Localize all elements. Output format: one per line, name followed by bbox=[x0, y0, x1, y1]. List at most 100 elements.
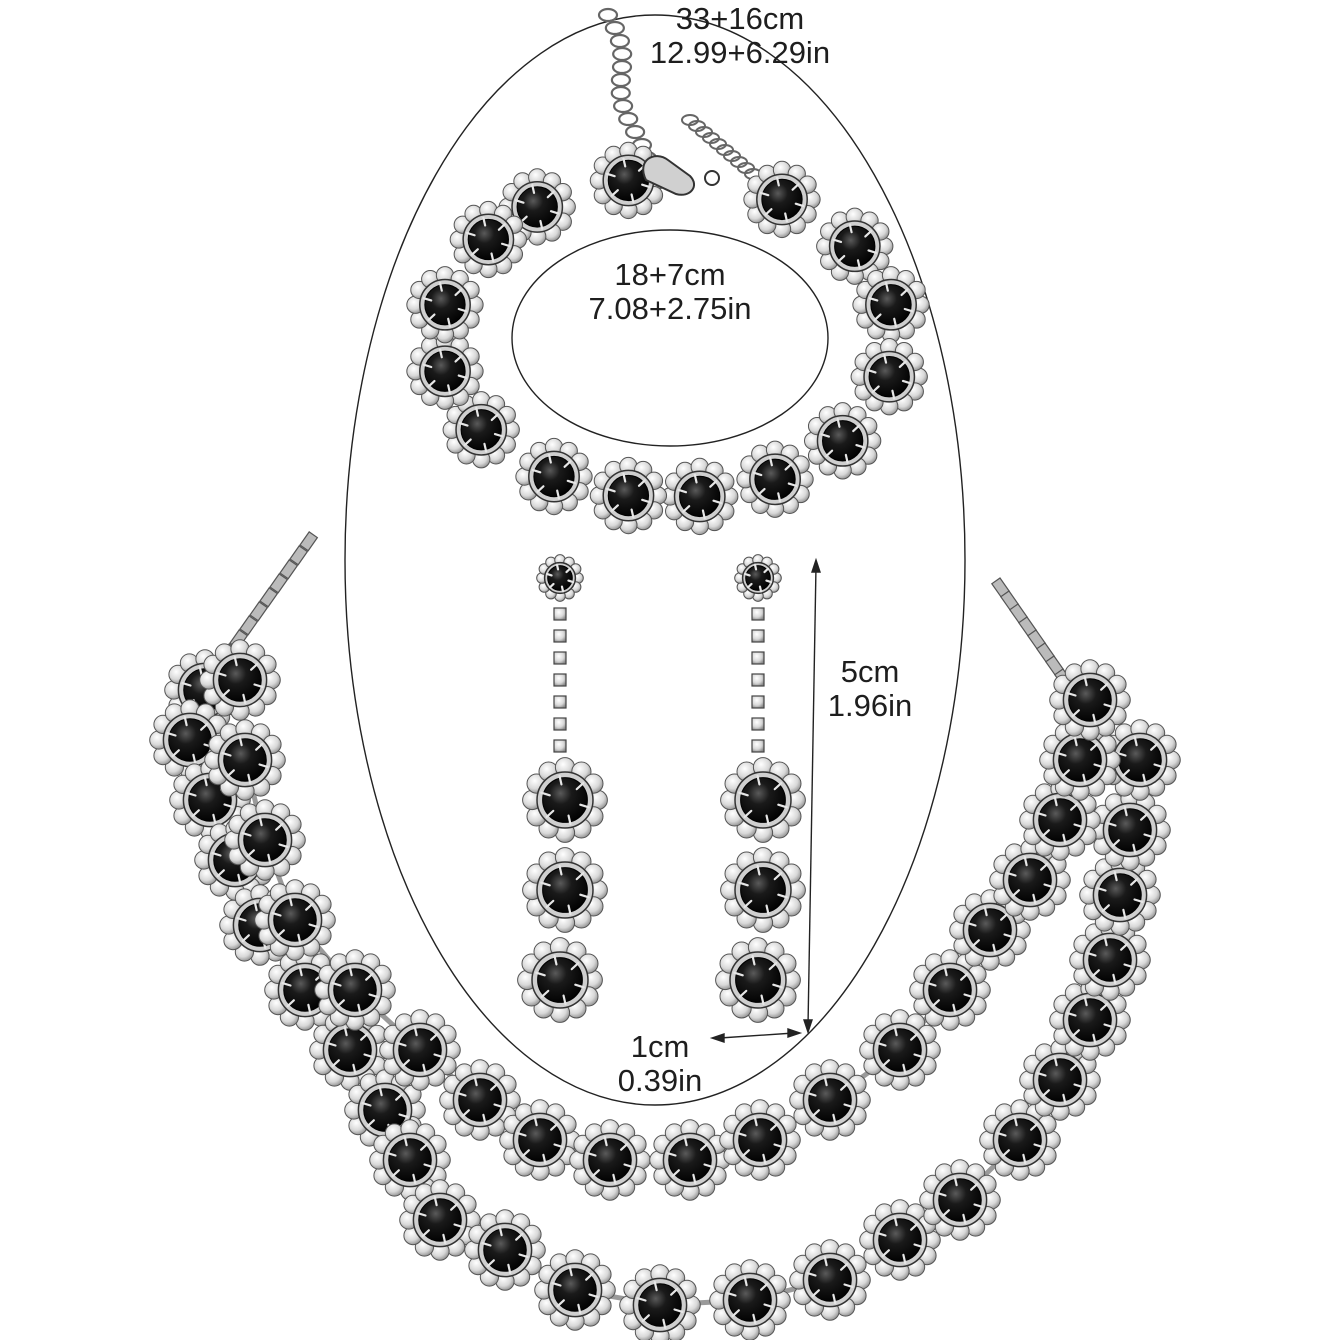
prong bbox=[1103, 703, 1114, 709]
prong bbox=[551, 1281, 562, 1287]
prong bbox=[700, 1142, 709, 1151]
rhinestone-flower bbox=[919, 1159, 1001, 1241]
end-chain-link bbox=[239, 615, 259, 636]
prong bbox=[247, 773, 252, 785]
prong bbox=[787, 482, 798, 487]
prong bbox=[191, 809, 200, 818]
prong bbox=[902, 1253, 907, 1265]
prong bbox=[1011, 889, 1020, 898]
prong bbox=[1100, 682, 1109, 691]
prong bbox=[198, 665, 203, 677]
prong bbox=[391, 1169, 400, 1178]
prong bbox=[683, 1135, 688, 1147]
prong bbox=[1096, 886, 1107, 892]
prong bbox=[653, 1280, 658, 1292]
prong bbox=[591, 1169, 600, 1178]
prong bbox=[1000, 912, 1009, 921]
prong bbox=[1041, 829, 1050, 838]
necklace-length-cm: 33+16cm bbox=[675, 1, 805, 36]
prong bbox=[677, 488, 688, 494]
prong bbox=[352, 1063, 357, 1075]
prong bbox=[703, 1163, 714, 1169]
prong bbox=[1062, 1093, 1067, 1105]
earring-crystal bbox=[553, 717, 567, 731]
bracelet-length-label: 18+7cm 7.08+2.75in bbox=[520, 258, 820, 326]
prong bbox=[482, 1113, 487, 1125]
prong bbox=[903, 307, 914, 313]
prong bbox=[433, 1195, 438, 1207]
rhinestone-flower bbox=[536, 554, 584, 602]
rhinestone-flower bbox=[859, 1009, 941, 1091]
necklace-length-label: 33+16cm 12.99+6.29in bbox=[590, 2, 890, 70]
prong bbox=[535, 971, 546, 977]
prong bbox=[610, 504, 619, 512]
rhinestone-flower bbox=[439, 1059, 521, 1141]
prong bbox=[1001, 1149, 1010, 1158]
earring-crystal bbox=[751, 673, 765, 687]
prong bbox=[575, 782, 585, 791]
end-chain-link bbox=[259, 587, 279, 608]
prong bbox=[1073, 735, 1078, 747]
prong bbox=[166, 731, 177, 737]
rhinestone-flower bbox=[720, 847, 806, 933]
prong bbox=[403, 1135, 408, 1147]
prong bbox=[223, 803, 234, 809]
earring-crystal bbox=[751, 695, 765, 709]
prong bbox=[427, 379, 436, 388]
prong bbox=[1041, 1089, 1050, 1098]
prong bbox=[832, 1113, 837, 1125]
prong bbox=[447, 384, 452, 395]
prong bbox=[1053, 1055, 1058, 1067]
prong bbox=[365, 972, 374, 981]
prong bbox=[457, 374, 468, 379]
prong bbox=[867, 249, 878, 254]
rhinestone-flower bbox=[859, 1199, 941, 1281]
prong bbox=[773, 872, 783, 881]
prong bbox=[825, 449, 834, 458]
prong bbox=[267, 853, 272, 865]
prong bbox=[1150, 742, 1159, 751]
prong bbox=[791, 183, 800, 191]
prong bbox=[612, 1173, 617, 1185]
extender-link bbox=[610, 72, 631, 88]
prong bbox=[212, 813, 217, 825]
rhinestone-flower bbox=[661, 457, 739, 536]
prong bbox=[253, 683, 264, 689]
prong bbox=[876, 1231, 887, 1237]
prong bbox=[456, 1091, 467, 1097]
prong bbox=[806, 1091, 817, 1097]
prong bbox=[891, 389, 896, 400]
prong bbox=[1133, 735, 1138, 747]
prong bbox=[768, 456, 773, 467]
prong bbox=[741, 1149, 750, 1158]
prong bbox=[736, 1131, 747, 1137]
extender-link bbox=[610, 85, 631, 101]
prong bbox=[1070, 1062, 1079, 1071]
prong bbox=[603, 1135, 608, 1147]
prong bbox=[453, 1223, 464, 1229]
prong bbox=[913, 1243, 924, 1249]
prong bbox=[811, 1289, 820, 1298]
rhinestone-flower bbox=[534, 1249, 616, 1331]
prong bbox=[567, 579, 575, 584]
prong bbox=[1030, 1122, 1039, 1131]
prong bbox=[1116, 751, 1127, 757]
earring-crystal bbox=[553, 673, 567, 687]
prong bbox=[666, 1151, 677, 1157]
rhinestone-flower bbox=[649, 1119, 731, 1201]
prong bbox=[1092, 1033, 1097, 1045]
prong bbox=[1086, 951, 1097, 957]
prong bbox=[758, 585, 763, 593]
prong bbox=[743, 572, 751, 577]
prong bbox=[253, 900, 258, 912]
prong bbox=[1082, 773, 1087, 785]
prong bbox=[1113, 870, 1118, 882]
prong bbox=[775, 176, 780, 187]
prong bbox=[881, 1059, 890, 1068]
prong bbox=[605, 172, 616, 178]
prong bbox=[837, 254, 846, 263]
prong bbox=[395, 1092, 404, 1101]
rhinestone-flower bbox=[522, 757, 608, 843]
prong bbox=[893, 1025, 898, 1037]
earring-crystal bbox=[751, 651, 765, 665]
